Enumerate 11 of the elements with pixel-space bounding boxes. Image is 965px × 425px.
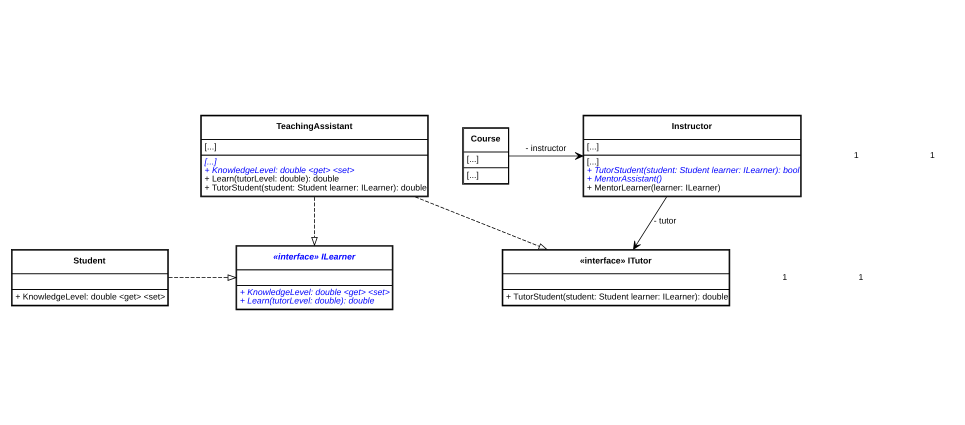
label: 1 [854,150,859,160]
label: 1 [858,272,864,282]
arrow [168,274,238,281]
arrow [508,152,584,160]
edge-label: - tutor [654,215,676,226]
label: 1 [782,272,788,282]
edge-label: - instructor [526,143,566,154]
arrow [311,196,318,246]
arrow [633,196,667,250]
arrow [414,196,548,250]
label: 1 [930,150,935,160]
